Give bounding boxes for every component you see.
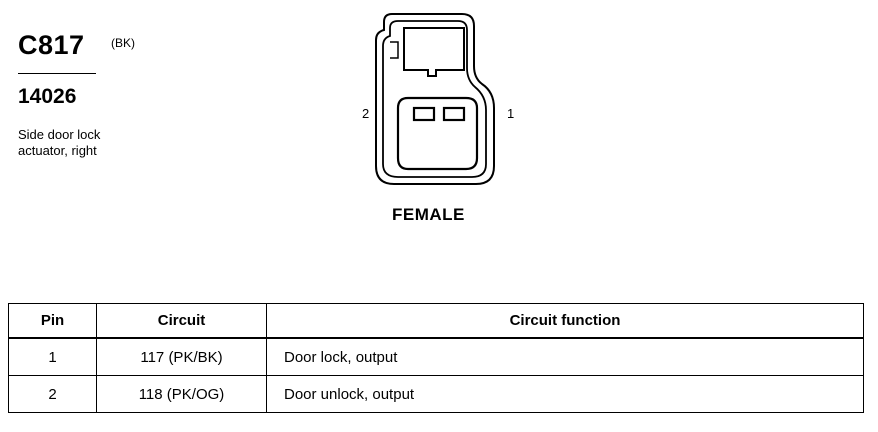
connector-id: C817 xyxy=(18,30,85,60)
latch-tab xyxy=(403,27,465,77)
cell-circuit: 118 (PK/OG) xyxy=(96,375,267,413)
header-circuit: Circuit xyxy=(96,303,267,339)
table-row: 1 117 (PK/BK) Door lock, output xyxy=(8,337,864,376)
title-divider xyxy=(18,73,96,74)
cell-circuit: 117 (PK/BK) xyxy=(96,337,267,376)
pin-1-terminal xyxy=(442,106,466,122)
cell-circuit-function: Door lock, output xyxy=(266,337,864,376)
connector-face-diagram xyxy=(375,13,495,185)
table-row: 2 118 (PK/OG) Door unlock, output xyxy=(8,375,864,413)
description-line-1: Side door lock xyxy=(18,127,101,142)
pin-2-label: 2 xyxy=(362,106,370,121)
connector-gender-label: FEMALE xyxy=(392,205,465,224)
connector-description: Side door lock actuator, right xyxy=(18,127,148,159)
pinout-table: Pin Circuit Circuit function 1 117 (PK/B… xyxy=(8,303,864,413)
pin-2-terminal xyxy=(412,106,436,122)
connector-housing-outer xyxy=(375,13,495,185)
latch-notch xyxy=(390,41,399,59)
part-number: 14026 xyxy=(18,85,77,108)
header-circuit-function: Circuit function xyxy=(266,303,864,339)
header-pin: Pin xyxy=(8,303,97,339)
pin-1-label: 1 xyxy=(507,106,515,121)
connector-housing-inner xyxy=(382,20,487,178)
terminal-cavity xyxy=(396,96,479,171)
cell-pin: 2 xyxy=(8,375,97,413)
wire-color-code: (BK) xyxy=(111,36,135,50)
cell-circuit-function: Door unlock, output xyxy=(266,375,864,413)
cell-pin: 1 xyxy=(8,337,97,376)
description-line-2: actuator, right xyxy=(18,143,97,158)
table-header-row: Pin Circuit Circuit function xyxy=(8,303,864,339)
